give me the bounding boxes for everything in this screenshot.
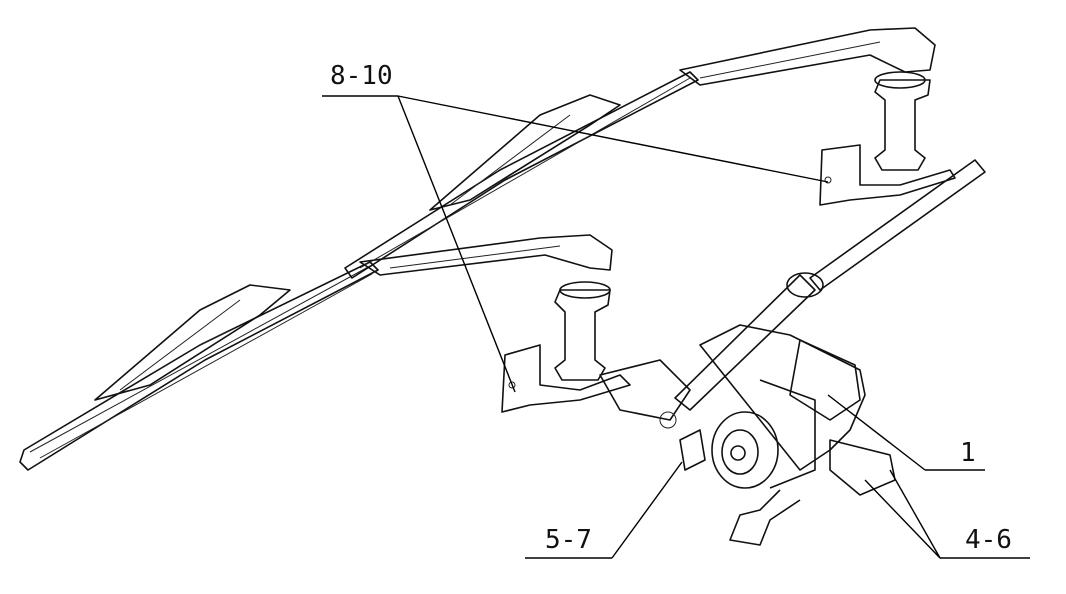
upper-pivot [819, 71, 956, 206]
upper-wiper-arm [679, 27, 936, 86]
label-motor: 1 [960, 438, 976, 468]
linkage-rods [599, 159, 986, 429]
label-crank: 5-7 [545, 525, 592, 555]
leader-lines [322, 95, 1030, 559]
label-bracket: 4-6 [965, 525, 1012, 555]
upper-wiper-blade [344, 71, 699, 279]
motor [679, 324, 896, 546]
lower-pivot [501, 281, 631, 413]
lower-wiper-arm [359, 234, 613, 276]
label-blade-arm: 8-10 [330, 61, 393, 91]
lower-wiper-blade [19, 261, 379, 471]
